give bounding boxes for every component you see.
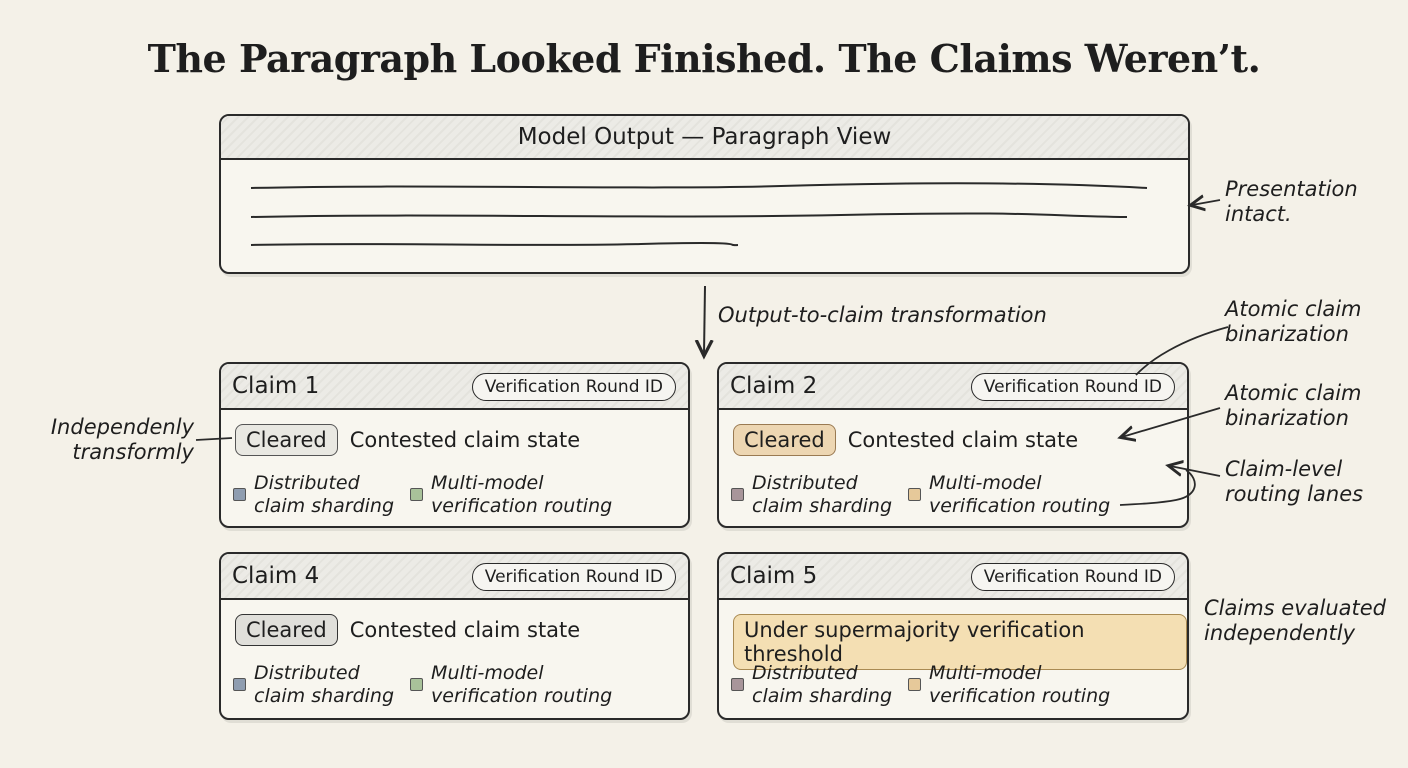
lane-label-line: Distributed	[752, 662, 858, 684]
transform-arrow	[704, 285, 705, 354]
lane-label-line: Multi-model	[431, 662, 544, 684]
annotation-line: Independenly	[50, 415, 194, 439]
annotation-line: Presentation	[1225, 177, 1358, 201]
lane-swatch	[908, 488, 922, 501]
annotation-atomic-1: Atomic claim binarization	[1225, 297, 1362, 347]
lane-swatch	[233, 678, 246, 691]
annotation-atomic-2: Atomic claim binarization	[1225, 381, 1362, 431]
paragraph-line-1	[250, 182, 1148, 189]
annotation-line: routing lanes	[1225, 482, 1364, 506]
lane-swatch	[908, 678, 922, 691]
claim-card-header: Claim 2 Verification Round ID	[719, 364, 1187, 410]
atomic-leader-line	[1135, 326, 1229, 376]
claim-title: Claim 2	[730, 373, 818, 399]
lane-label-line: Distributed	[752, 472, 858, 494]
claim-state-row: Cleared Contested claim state	[235, 614, 580, 646]
lane-label-line: Multi-model	[929, 662, 1042, 684]
claim-title: Claim 1	[232, 373, 320, 399]
annotation-line: binarization	[1225, 406, 1349, 430]
claim-state-row: Cleared Contested claim state	[235, 424, 580, 456]
paragraph-line-3	[250, 242, 739, 247]
lane-label-line: verification routing	[431, 495, 613, 517]
cleared-chip: Cleared	[733, 424, 836, 456]
lane-label-line: verification routing	[929, 495, 1111, 517]
lane-swatch	[731, 488, 744, 501]
claim-card: Claim 5 Verification Round ID Under supe…	[717, 552, 1189, 720]
verification-round-pill: Verification Round ID	[970, 563, 1175, 591]
annotation-line: independently	[1204, 621, 1356, 645]
claim-state-row: Cleared Contested claim state	[733, 424, 1078, 456]
verification-round-pill: Verification Round ID	[471, 563, 676, 591]
lane-swatch	[233, 488, 246, 501]
routing-arrow	[1170, 466, 1221, 477]
claim-state-text: Contested claim state	[349, 618, 581, 642]
annotation-line: Atomic claim	[1225, 297, 1362, 321]
annotation-line: Atomic claim	[1225, 381, 1362, 405]
claim-card: Claim 1 Verification Round ID Cleared Co…	[219, 362, 690, 528]
annotation-line: intact.	[1225, 202, 1292, 226]
annotation-left: Independenly transformly	[40, 415, 194, 465]
annotation-routing-lanes: Claim-level routing lanes	[1225, 457, 1363, 507]
annotation-line: binarization	[1225, 322, 1349, 346]
claim-card: Claim 2 Verification Round ID Cleared Co…	[717, 362, 1189, 528]
annotation-presentation: Presentation intact.	[1225, 177, 1358, 227]
lane-label-line: Distributed	[254, 662, 360, 684]
claim-title: Claim 4	[232, 563, 320, 589]
transform-label: Output-to-claim transformation	[718, 303, 1047, 327]
paragraph-line-2	[250, 212, 1128, 218]
model-output-header-label: Model Output — Paragraph View	[517, 124, 892, 150]
claim-state-text: Contested claim state	[349, 428, 581, 452]
lane-swatch	[731, 678, 744, 691]
lane-label-line: claim sharding	[752, 685, 893, 707]
annotation-independent: Claims evaluated independently	[1204, 596, 1386, 646]
verification-round-pill: Verification Round ID	[970, 373, 1175, 401]
atomic-arrow	[1122, 407, 1221, 437]
claim-title: Claim 5	[730, 563, 818, 589]
cleared-chip: Cleared	[235, 614, 338, 646]
routing-bracket	[1119, 469, 1196, 506]
lane-label-line: Multi-model	[929, 472, 1042, 494]
presentation-arrow	[1192, 200, 1221, 205]
model-output-header: Model Output — Paragraph View	[221, 116, 1188, 160]
lane-label-line: Distributed	[254, 472, 360, 494]
annotation-line: transformly	[72, 440, 194, 464]
cleared-chip: Cleared	[235, 424, 338, 456]
annotation-line: Claim-level	[1225, 457, 1343, 481]
lane-label-line: claim sharding	[254, 685, 395, 707]
page-title: The Paragraph Looked Finished. The Claim…	[147, 36, 1261, 81]
claim-card-header: Claim 1 Verification Round ID	[221, 364, 688, 410]
claim-card-header: Claim 5 Verification Round ID	[719, 554, 1187, 600]
lane-label-line: claim sharding	[254, 495, 395, 517]
annotation-line: Claims evaluated	[1204, 596, 1386, 620]
lane-label-line: Multi-model	[431, 472, 544, 494]
paragraph-placeholder-lines	[250, 182, 1148, 247]
threshold-chip: Under supermajority verification thresho…	[733, 614, 1187, 670]
model-output-panel: Model Output — Paragraph View	[219, 114, 1190, 274]
claim-state-row: Under supermajority verification thresho…	[733, 614, 1187, 670]
verification-round-pill: Verification Round ID	[471, 373, 676, 401]
lane-swatch	[410, 488, 424, 501]
lane-label-line: verification routing	[929, 685, 1111, 707]
claim-card-header: Claim 4 Verification Round ID	[221, 554, 688, 600]
lane-label-line: verification routing	[431, 685, 613, 707]
claim-state-text: Contested claim state	[847, 428, 1079, 452]
left-leader-line	[195, 437, 233, 441]
lane-label-line: claim sharding	[752, 495, 893, 517]
lane-swatch	[410, 678, 424, 691]
claim-card: Claim 4 Verification Round ID Cleared Co…	[219, 552, 690, 720]
